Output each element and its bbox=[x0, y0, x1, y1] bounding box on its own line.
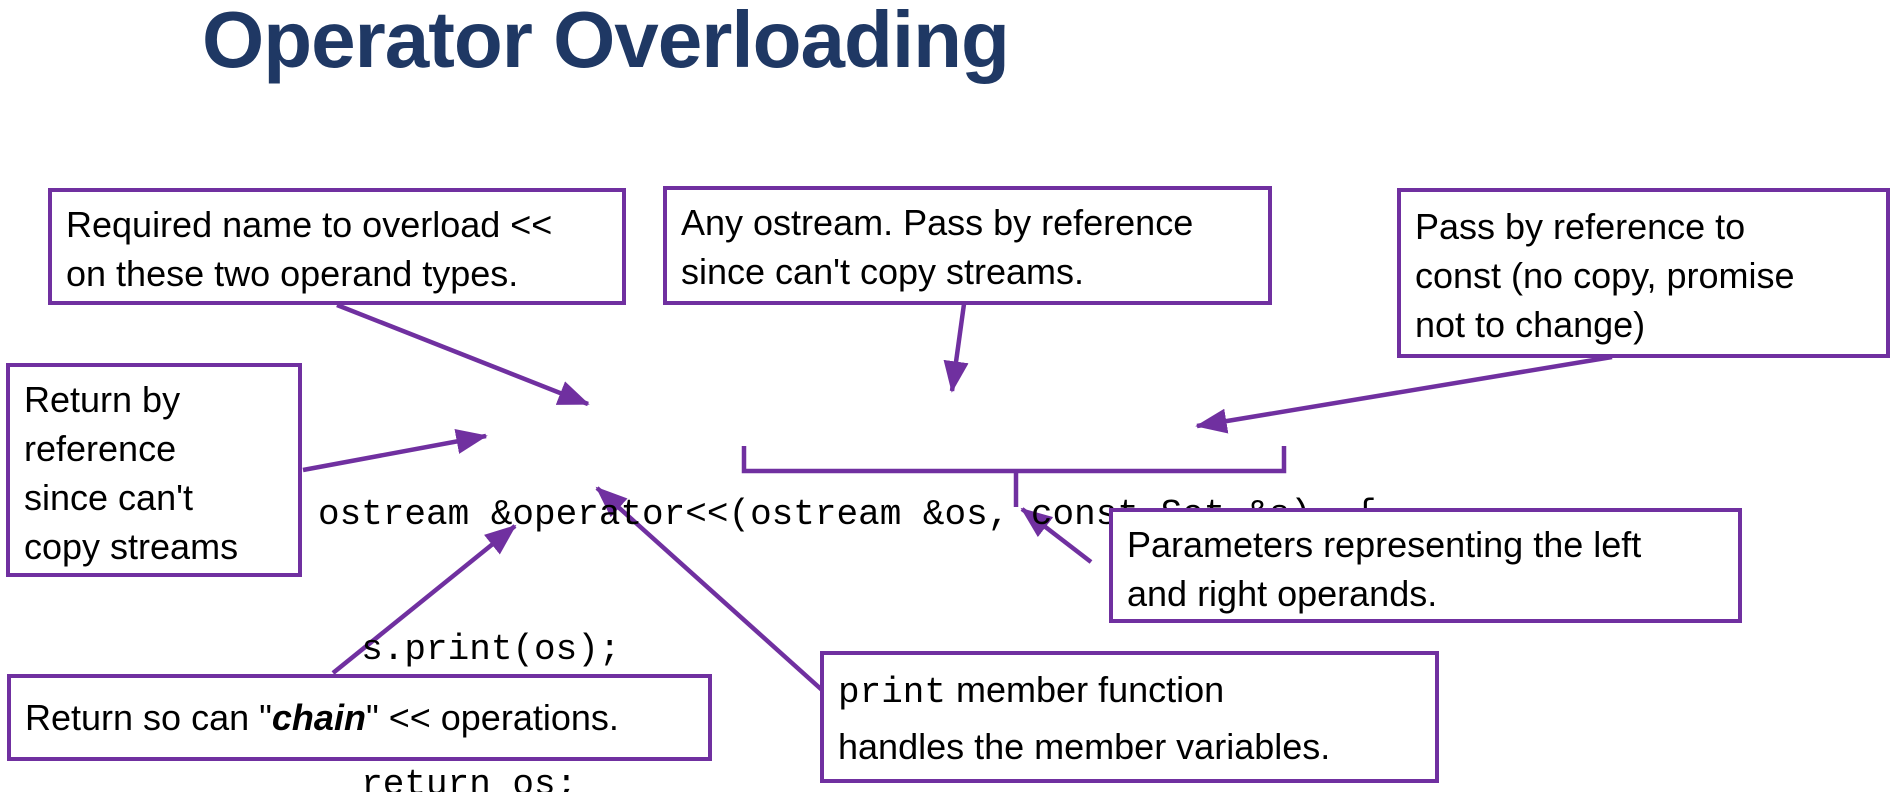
callout-text-line: reference bbox=[24, 428, 177, 469]
chain-text-prefix: Return so can " bbox=[25, 697, 272, 738]
callout-text-line: Parameters representing the left bbox=[1127, 524, 1642, 565]
chain-text-suffix: " << operations. bbox=[365, 697, 619, 738]
callout-text-line: Required name to overload << bbox=[66, 204, 553, 245]
arrow-required-name-to-operator bbox=[336, 302, 590, 407]
code-line-return: return os; bbox=[318, 764, 578, 792]
page-title: Operator Overloading bbox=[202, 0, 1010, 84]
callout-parameters: Parameters representing the left and rig… bbox=[1109, 508, 1742, 623]
callout-text-line: Return by bbox=[24, 379, 181, 420]
callout-text-line: Any ostream. Pass by reference bbox=[681, 202, 1194, 243]
callout-text-line: copy streams bbox=[24, 526, 239, 567]
callout-text-line: Pass by reference to bbox=[1415, 206, 1746, 247]
callout-pass-by-ref-const: Pass by reference to const (no copy, pro… bbox=[1397, 188, 1890, 358]
callout-text-line: not to change) bbox=[1415, 304, 1646, 345]
arrow-any-ostream-to-param bbox=[943, 303, 969, 393]
callout-any-ostream: Any ostream. Pass by reference since can… bbox=[663, 186, 1272, 305]
chain-emphasis: chain bbox=[271, 697, 366, 738]
callout-text-line: since can't copy streams. bbox=[681, 251, 1085, 292]
callout-text-line: print member function bbox=[838, 663, 1421, 720]
callout-text-line: and right operands. bbox=[1127, 573, 1438, 614]
callout-print-member: print member function handles the member… bbox=[820, 651, 1439, 783]
code-line-print-call: s.print(os); bbox=[318, 629, 621, 670]
print-text-rest: member function bbox=[946, 669, 1225, 710]
callout-text-line: const (no copy, promise bbox=[1415, 255, 1795, 296]
callout-text-line: handles the member variables. bbox=[838, 726, 1331, 767]
callout-text-line: since can't bbox=[24, 477, 193, 518]
callout-text-line: on these two operand types. bbox=[66, 253, 519, 294]
callout-chain: Return so can "chain" << operations. bbox=[7, 674, 712, 761]
callout-required-name: Required name to overload << on these tw… bbox=[48, 188, 626, 305]
print-code-word: print bbox=[838, 672, 947, 713]
callout-return-by-reference: Return by reference since can't copy str… bbox=[6, 363, 302, 577]
